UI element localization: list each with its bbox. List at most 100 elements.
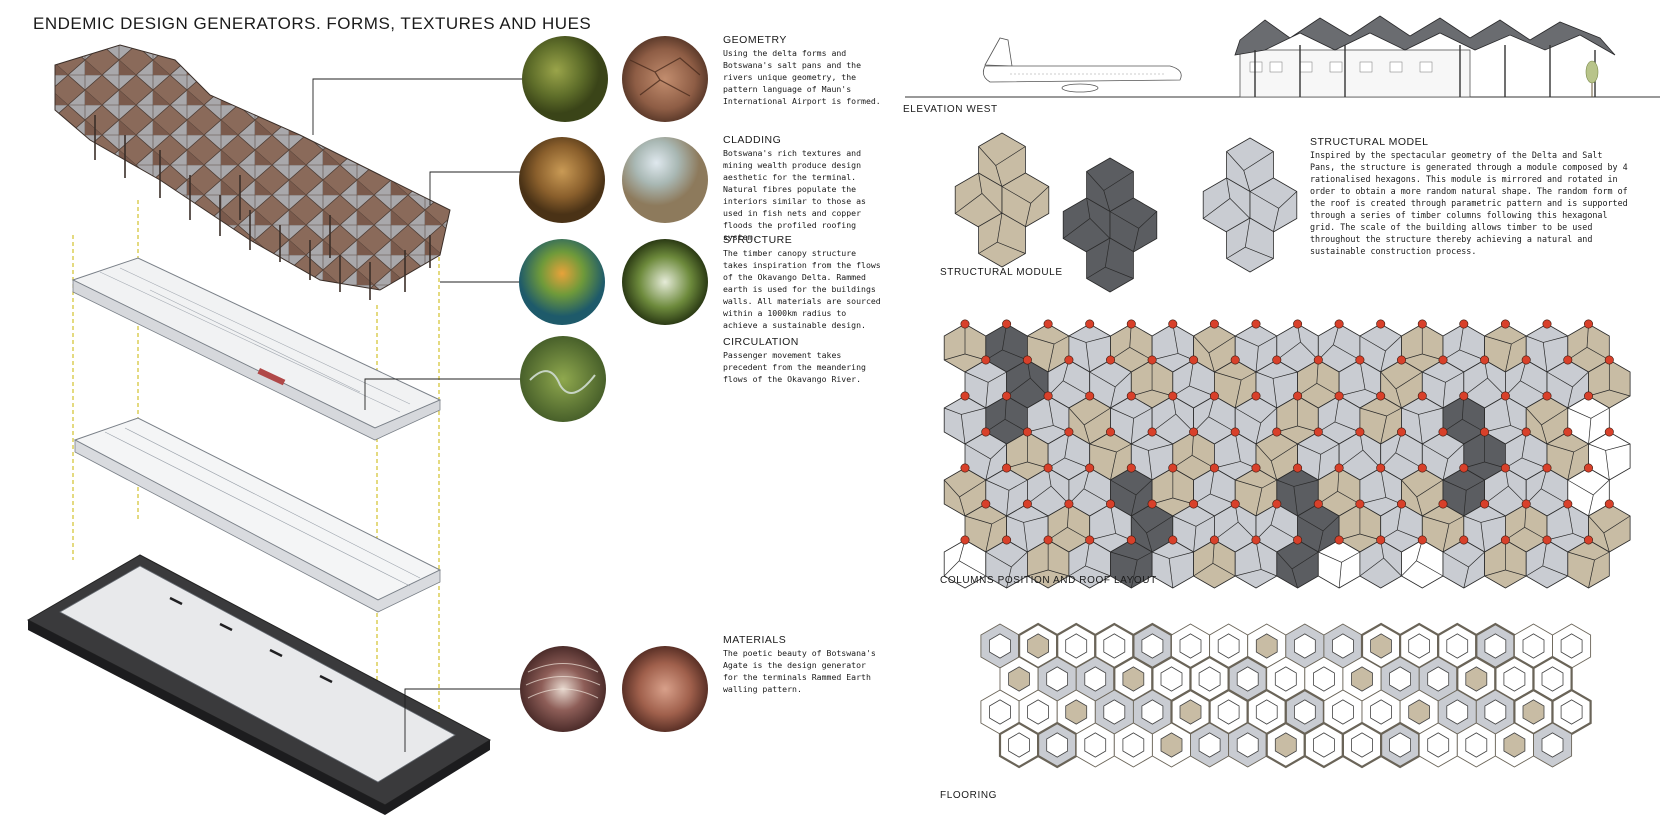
hexagon-cell [1086, 237, 1134, 293]
facet-line [1271, 443, 1298, 462]
column-marker [1251, 391, 1261, 401]
column-marker [1147, 499, 1157, 509]
facet-line [1505, 395, 1511, 426]
facet-line [1085, 342, 1091, 373]
column-marker [960, 391, 970, 401]
structural-module-label: STRUCTURAL MODULE [940, 267, 1063, 278]
floor-tile-inner [1522, 633, 1545, 659]
facet-line [1115, 371, 1132, 388]
column-marker [1209, 391, 1219, 401]
column-marker [1521, 499, 1531, 509]
facet-line [1110, 551, 1138, 561]
facet-line [1418, 414, 1423, 445]
floor-tile-inner [1351, 732, 1373, 758]
facet-line [1234, 379, 1242, 409]
floor-tile-inner [1141, 699, 1164, 725]
column-marker [1542, 391, 1552, 401]
column-marker [1500, 463, 1510, 473]
facet-line [1567, 551, 1595, 561]
floor-tile-inner [1313, 666, 1335, 692]
facet-line [991, 515, 1007, 525]
column-marker [1209, 319, 1219, 329]
structure-text: STRUCTURE The timber canopy structure ta… [723, 234, 881, 331]
facet-line [1395, 388, 1402, 409]
column-marker [1459, 319, 1469, 329]
facet-line [1511, 335, 1527, 345]
column-marker [1230, 355, 1240, 365]
structural-model-text: STRUCTURAL MODEL Inspired by the spectac… [1310, 136, 1630, 257]
facet-line [1297, 443, 1321, 455]
facet-line [1442, 479, 1467, 491]
floor-tile-inner [1484, 699, 1507, 725]
column-marker [1106, 499, 1116, 509]
facet-line [1047, 343, 1055, 373]
facet-line [1505, 343, 1512, 373]
column-marker [1334, 391, 1344, 401]
facet-line [1273, 208, 1280, 233]
leader-lines [312, 78, 525, 752]
facet-line [1261, 479, 1277, 489]
facet-line [1484, 569, 1506, 577]
floor-tile-inner [1560, 633, 1583, 659]
facet-line [1131, 515, 1147, 534]
page-title: ENDEMIC DESIGN GENERATORS. FORMS, TEXTUR… [33, 14, 592, 33]
column-marker [1584, 463, 1594, 473]
facet-line [1193, 526, 1197, 553]
facet-line [1193, 563, 1214, 577]
facet-line [995, 165, 1003, 188]
column-marker [1334, 535, 1344, 545]
floor-tile-inner [1313, 732, 1335, 758]
column-marker [1293, 319, 1303, 329]
facet-line [1208, 352, 1215, 373]
facet-line [1401, 407, 1419, 415]
facet-line [1063, 218, 1091, 239]
facet-line [1422, 371, 1446, 383]
facet-line [1338, 562, 1342, 589]
facet-line [1463, 566, 1469, 589]
facet-line [1006, 515, 1024, 523]
column-marker [1085, 463, 1095, 473]
column-marker [1584, 319, 1594, 329]
facet-line [1047, 395, 1054, 426]
facet-line [1573, 443, 1589, 453]
facet-line [1131, 443, 1149, 451]
facet-line [985, 523, 993, 553]
floor-tile-inner [1446, 699, 1469, 725]
facet-line [1317, 530, 1324, 553]
column-marker [1126, 319, 1136, 329]
column-marker [1002, 535, 1012, 545]
facet-line [1195, 515, 1215, 527]
column-marker [1334, 463, 1344, 473]
column-marker [1126, 463, 1136, 473]
roof-canopy [54, 44, 451, 300]
structural-model-body: Inspired by the spectacular geometry of … [1310, 150, 1628, 256]
tree-canopy-image [622, 239, 708, 325]
facet-line [1085, 565, 1111, 577]
facet-line [1520, 380, 1548, 397]
column-marker [1584, 391, 1594, 401]
facet-line [1278, 191, 1298, 209]
cladding-heading: CLADDING [723, 134, 782, 146]
floor-tile-inner [1141, 633, 1164, 659]
structure-heading: STRUCTURE [723, 234, 793, 246]
facet-line [1567, 407, 1592, 419]
facet-line [1359, 335, 1386, 352]
facet-line [985, 382, 989, 409]
facet-line [1609, 389, 1631, 397]
facet-line [1542, 565, 1568, 577]
column-marker [1604, 427, 1614, 437]
facet-line [1249, 191, 1279, 209]
geometry-heading: GEOMETRY [723, 34, 787, 46]
column-marker [1500, 319, 1510, 329]
facet-line [1572, 371, 1589, 388]
facet-line [1068, 565, 1086, 577]
facet-line [1588, 559, 1595, 589]
facet-line [1541, 488, 1568, 505]
facet-line [1083, 407, 1111, 426]
facet-line [1416, 496, 1423, 517]
floor-tile-inner [1122, 666, 1145, 692]
facet-line [1006, 490, 1010, 517]
structural-model-heading: STRUCTURAL MODEL [1310, 136, 1429, 148]
floor-tile-inner [1046, 732, 1068, 758]
floor-tile-inner [1160, 732, 1183, 758]
